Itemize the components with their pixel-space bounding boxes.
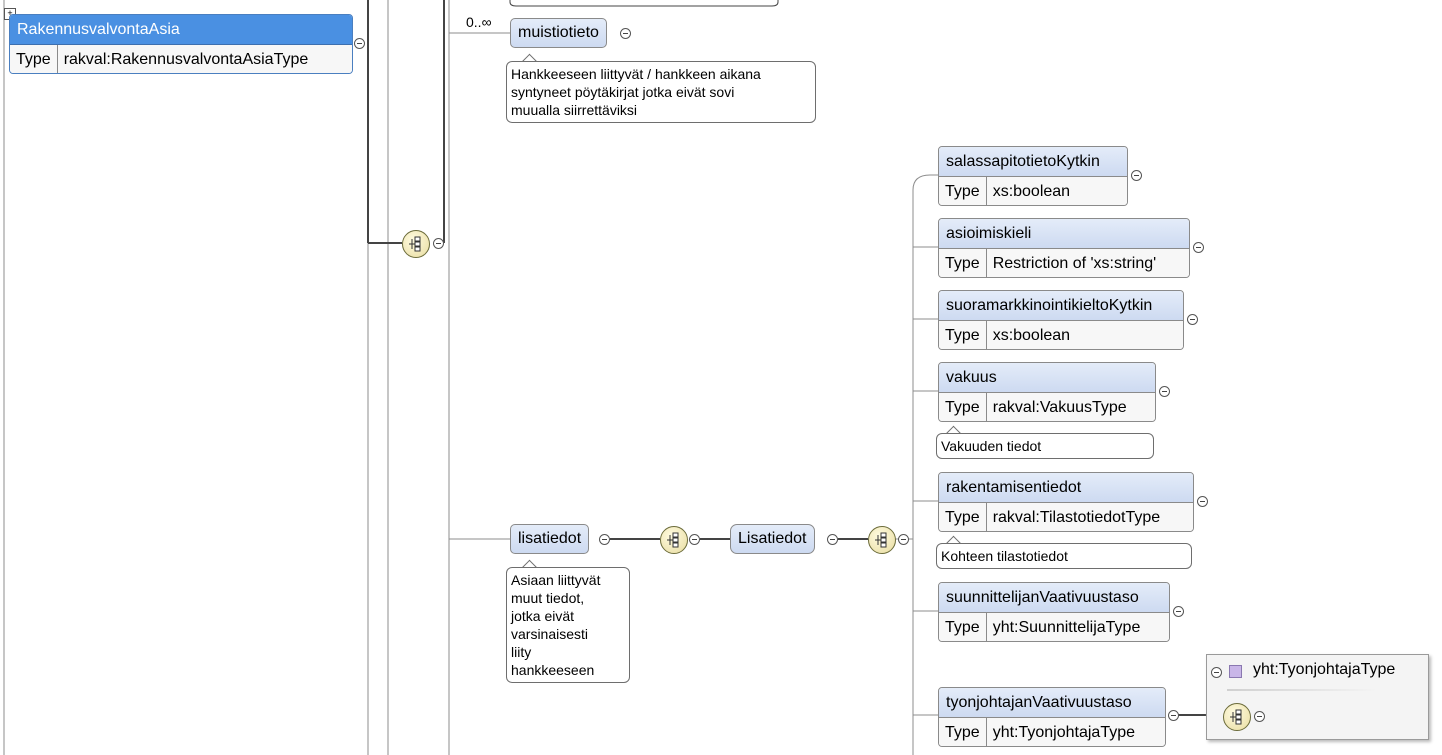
child-element-tyonjohtajanVaativuustaso[interactable]: tyonjohtajanVaativuustaso Type yht:Tyonjo… [938, 687, 1166, 747]
type-collapse-icon[interactable] [1211, 667, 1222, 678]
rakentamisentiedot-doc-note: Kohteen tilastotiedot [936, 543, 1192, 569]
child-element-vakuus[interactable]: vakuus Type rakval:VakuusType [938, 362, 1156, 422]
element-name: tyonjohtajanVaativuustaso [939, 688, 1165, 718]
expand-icon[interactable] [1193, 242, 1204, 253]
root-element-name: RakennusvalvontaAsia [10, 15, 352, 45]
element-name: suoramarkkinointikieltoKytkin [939, 291, 1183, 321]
sequence-compositor-icon[interactable] [868, 526, 896, 554]
expand-icon[interactable] [1187, 314, 1198, 325]
element-name: asioimiskieli [939, 219, 1189, 249]
sequence-collapse-icon[interactable] [898, 534, 909, 545]
element-name: rakentamisentiedot [939, 473, 1193, 503]
type-key: Type [939, 393, 987, 421]
lisatiedot-type-element[interactable]: Lisatiedot [730, 524, 815, 554]
sequence-collapse-icon[interactable] [689, 534, 700, 545]
doc-line: muut tiedot, [511, 590, 585, 606]
sequence-compositor-icon[interactable] [402, 230, 430, 258]
collapse-icon[interactable] [1168, 710, 1179, 721]
root-type-value: rakval:RakennusvalvontaAsiaType [63, 51, 309, 68]
type-value: yht:TyonjohtajaType [992, 724, 1135, 741]
type-key: Type [939, 321, 987, 349]
type-value: xs:boolean [992, 183, 1071, 200]
doc-line: jotka eivät [511, 608, 575, 624]
doc-line: muualla siirrettäviksi [511, 102, 638, 118]
type-value: Restriction of 'xs:string' [992, 255, 1157, 272]
child-element-salassapitotietoKytkin[interactable]: salassapitotietoKytkin Type xs:boolean [938, 146, 1128, 206]
type-key: Type [939, 718, 987, 746]
type-key: Type [939, 503, 987, 531]
expand-icon[interactable] [1254, 711, 1265, 722]
root-element-box[interactable]: RakennusvalvontaAsia Type rakval:Rakennu… [9, 14, 353, 74]
child-element-suunnittelijanVaativuustaso[interactable]: suunnittelijanVaativuustaso Type yht:Suun… [938, 582, 1170, 642]
type-value: xs:boolean [992, 327, 1071, 344]
type-value: rakval:TilastotiedotType [992, 509, 1161, 526]
expand-icon[interactable] [1197, 496, 1208, 507]
divider [1227, 689, 1377, 691]
complex-type-icon [1229, 665, 1242, 678]
child-element-asioimiskieli[interactable]: asioimiskieli Type Restriction of 'xs:str… [938, 218, 1190, 278]
doc-line: hankkeeseen [511, 662, 595, 678]
doc-line: Hankkeeseen liittyvät / hankkeen aikana [511, 66, 761, 82]
muistiotieto-multiplicity: 0..∞ [466, 14, 492, 30]
lisatiedot-collapse-icon[interactable] [599, 534, 610, 545]
type-value: rakval:VakuusType [992, 399, 1127, 416]
type-key: Type [939, 177, 987, 205]
root-type-key: Type [10, 45, 58, 73]
muistiotieto-doc-note: Hankkeeseen liittyvät / hankkeen aikana … [506, 61, 816, 123]
type-key: Type [939, 613, 987, 641]
expand-icon[interactable] [1159, 386, 1170, 397]
doc-line: liity [511, 644, 532, 660]
root-collapse-icon[interactable] [354, 38, 365, 49]
expand-icon[interactable] [1131, 170, 1142, 181]
element-name: vakuus [939, 363, 1155, 393]
muistiotieto-expand-icon[interactable] [620, 28, 631, 39]
muistiotieto-element[interactable]: muistiotieto [510, 18, 607, 48]
doc-line: syntyneet pöytäkirjat jotka eivät sovi [511, 84, 735, 100]
sequence-compositor-icon[interactable] [1223, 703, 1251, 731]
lisatiedot-doc-note: Asiaan liittyvät muut tiedot, jotka eivä… [506, 567, 630, 683]
tyonjohtaja-type-box[interactable]: yht:TyonjohtajaType [1206, 654, 1429, 740]
sequence-collapse-icon[interactable] [433, 238, 444, 249]
type-box-label: yht:TyonjohtajaType [1253, 661, 1396, 678]
child-element-rakentamisentiedot[interactable]: rakentamisentiedot Type rakval:Tilastotie… [938, 472, 1194, 532]
child-element-suoramarkkinointikieltoKytkin[interactable]: suoramarkkinointikieltoKytkin Type xs:boo… [938, 290, 1184, 350]
type-value: yht:SuunnittelijaType [992, 619, 1141, 636]
lisatiedot-type-collapse-icon[interactable] [827, 534, 838, 545]
vakuus-doc-note: Vakuuden tiedot [936, 433, 1154, 459]
expand-icon[interactable] [1173, 606, 1184, 617]
sequence-compositor-icon[interactable] [660, 526, 688, 554]
element-name: suunnittelijanVaativuustaso [939, 583, 1169, 613]
doc-line: varsinaisesti [511, 626, 589, 642]
doc-line: Asiaan liittyvät [511, 572, 601, 588]
lisatiedot-element[interactable]: lisatiedot [510, 524, 590, 554]
type-key: Type [939, 249, 987, 277]
element-name: salassapitotietoKytkin [939, 147, 1127, 177]
